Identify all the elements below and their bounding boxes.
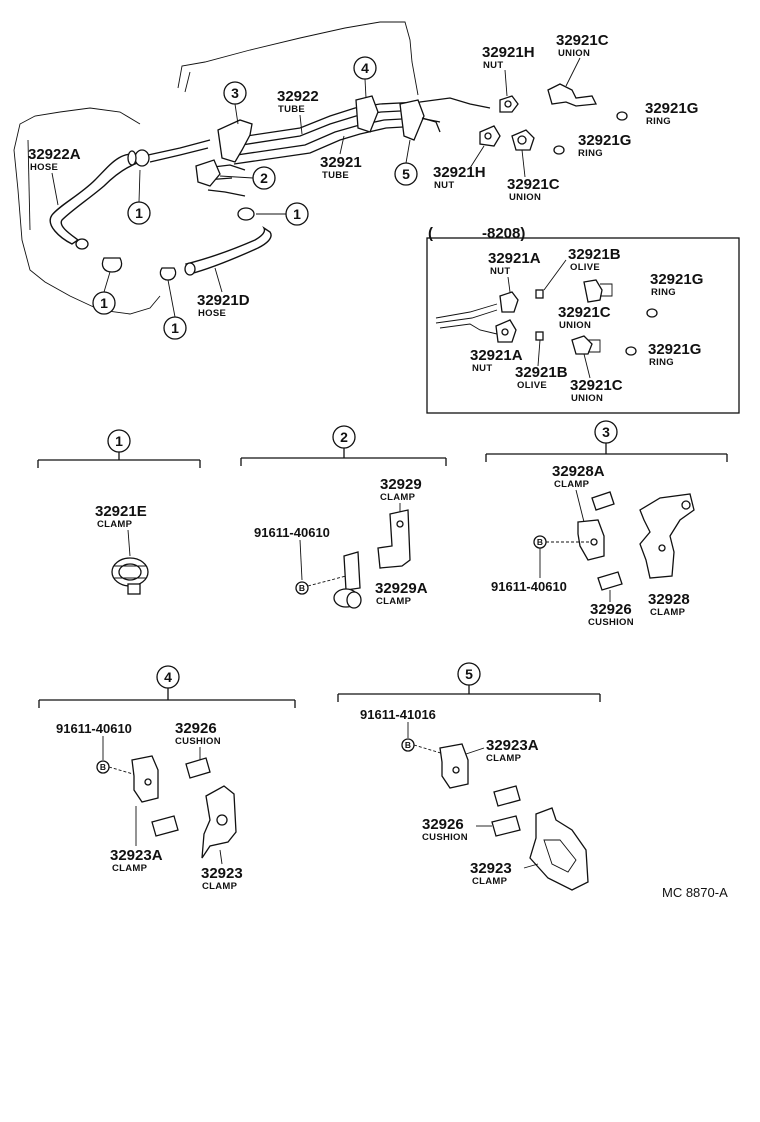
g4-label-32926: 32926 <box>175 720 217 737</box>
label-32921H-bot: 32921H <box>433 164 486 181</box>
inset-label-olive1-name: OLIVE <box>570 262 600 273</box>
inset-date-label: -8208) <box>482 225 525 242</box>
main-labels: 32922A HOSE 32922 TUBE 32921 TUBE 32921D… <box>28 32 698 319</box>
g1-hose-clamp <box>111 557 149 595</box>
g2-label-32929: 32929 <box>380 476 422 493</box>
group-1-number: 1 <box>115 433 123 449</box>
callout-2-top: 2 <box>260 170 268 186</box>
g3-label-32928A-name: CLAMP <box>554 479 590 490</box>
label-32921D: 32921D <box>197 292 250 309</box>
group-1: 1 32921E CLAMP <box>37 429 201 595</box>
g3-label-32928A: 32928A <box>552 463 605 480</box>
inset-label-nut2: 32921A <box>470 347 523 364</box>
callout-markers: 3 4 5 2 1 1 1 1 <box>92 56 418 340</box>
g5-label-32923-name: CLAMP <box>472 876 508 887</box>
label-32921-name: TUBE <box>322 170 349 181</box>
g5-bolt-symbol: B <box>405 740 411 750</box>
label-32921: 32921 <box>320 154 362 171</box>
inset-label-olive2-name: OLIVE <box>517 380 547 391</box>
g4-label-32923: 32923 <box>201 865 243 882</box>
label-32921C-bot: 32921C <box>507 176 560 193</box>
g4-label-32923A-name: CLAMP <box>112 863 148 874</box>
reference-code: MC 8870-A <box>662 885 728 900</box>
label-32922: 32922 <box>277 88 319 105</box>
inset-label-ring1-name: RING <box>651 287 676 298</box>
group-3: 3 32928A CLAMP B 91611-40610 32926 CUSHI… <box>485 420 728 628</box>
inset-label-ring2: 32921G <box>648 341 701 358</box>
g5-label-32923A: 32923A <box>486 737 539 754</box>
g5-label-32926: 32926 <box>422 816 464 833</box>
inset-label-olive1: 32921B <box>568 246 621 263</box>
group-2-number: 2 <box>340 429 348 445</box>
label-32921C-bot-name: UNION <box>509 192 541 203</box>
g3-bolt-symbol: B <box>537 537 543 547</box>
group-2: 2 32929 CLAMP 91611-40610 B 32929A CLAMP <box>240 425 447 609</box>
g3-label-32928-name: CLAMP <box>650 607 686 618</box>
g3-label-32926: 32926 <box>590 601 632 618</box>
g5-label-32923A-name: CLAMP <box>486 753 522 764</box>
inset-label-nut1: 32921A <box>488 250 541 267</box>
g4-bolt-symbol: B <box>100 762 106 772</box>
g5-label-32923: 32923 <box>470 860 512 877</box>
label-32921G-top-name: RING <box>646 116 671 127</box>
label-32922A: 32922A <box>28 146 81 163</box>
g5-label-bolt: 91611-41016 <box>360 707 436 722</box>
label-32921H-top: 32921H <box>482 44 535 61</box>
callout-4-top: 4 <box>361 60 369 76</box>
g1-label-32921E: 32921E <box>95 503 147 520</box>
inset-label-olive2: 32921B <box>515 364 568 381</box>
g2-label-32929A: 32929A <box>375 580 428 597</box>
callout-3-top: 3 <box>231 85 239 101</box>
inset-label-union2: 32921C <box>570 377 623 394</box>
g4-label-bolt: 91611-40610 <box>56 721 132 736</box>
group-4: 4 91611-40610 32926 CUSHION B 32923A CLA… <box>38 665 296 892</box>
inset-label-union1-name: UNION <box>559 320 591 331</box>
inset-label-ring1: 32921G <box>650 271 703 288</box>
callout-1-d: 1 <box>171 320 179 336</box>
label-32921H-top-name: NUT <box>483 60 503 71</box>
g4-label-32923-name: CLAMP <box>202 881 238 892</box>
callout-1-c: 1 <box>100 295 108 311</box>
top-fittings <box>479 83 628 155</box>
g2-label-32929A-name: CLAMP <box>376 596 412 607</box>
g3-label-32928: 32928 <box>648 591 690 608</box>
label-32921G-mid-name: RING <box>578 148 603 159</box>
label-32921H-bot-name: NUT <box>434 180 454 191</box>
inset-label-union2-name: UNION <box>571 393 603 404</box>
g2-label-bolt: 91611-40610 <box>254 525 330 540</box>
inset-label-nut1-name: NUT <box>490 266 510 277</box>
group-5: 5 91611-41016 B 32923A CLAMP 32926 CUSHI… <box>337 662 601 891</box>
label-32921G-mid: 32921G <box>578 132 631 149</box>
label-32922-name: TUBE <box>278 104 305 115</box>
label-32921G-top: 32921G <box>645 100 698 117</box>
callout-5-top: 5 <box>402 166 410 182</box>
group-3-number: 3 <box>602 424 610 440</box>
g5-label-32926-name: CUSHION <box>422 832 468 843</box>
g4-label-32923A: 32923A <box>110 847 163 864</box>
g2-label-32929-name: CLAMP <box>380 492 416 503</box>
inset-label-union1: 32921C <box>558 304 611 321</box>
engine-outline <box>13 21 419 315</box>
inset-open-paren: ( <box>428 225 433 242</box>
g3-label-bolt: 91611-40610 <box>491 579 567 594</box>
callout-1-a: 1 <box>135 205 143 221</box>
label-32921C-top-name: UNION <box>558 48 590 59</box>
fuel-line-assembly <box>49 95 491 281</box>
inset-label-nut2-name: NUT <box>472 363 492 374</box>
g3-label-32926-name: CUSHION <box>588 617 634 628</box>
label-32921C-top: 32921C <box>556 32 609 49</box>
g2-bolt-symbol: B <box>299 583 305 593</box>
g1-label-32921E-name: CLAMP <box>97 519 133 530</box>
callout-1-b: 1 <box>293 206 301 222</box>
inset-label-ring2-name: RING <box>649 357 674 368</box>
label-32921D-name: HOSE <box>198 308 226 319</box>
group-4-number: 4 <box>164 669 172 685</box>
inset-box: ( -8208) 32921A NUT 32921B OLIVE 32921C … <box>426 225 740 414</box>
g4-label-32926-name: CUSHION <box>175 736 221 747</box>
label-32922A-name: HOSE <box>30 162 58 173</box>
group-5-number: 5 <box>465 666 473 682</box>
